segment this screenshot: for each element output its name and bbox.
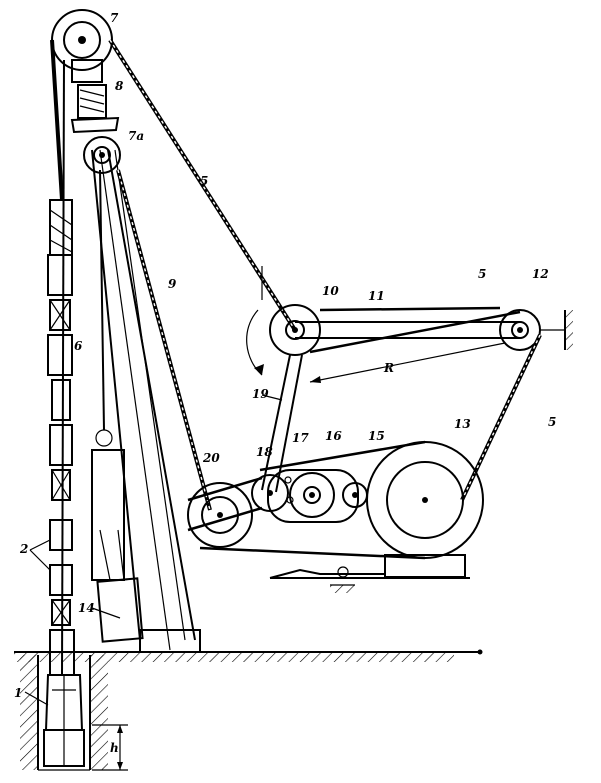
label-6: 6 bbox=[74, 339, 83, 353]
motor-pulley bbox=[269, 441, 484, 593]
radius-dimension bbox=[309, 342, 506, 383]
label-7a: 7a bbox=[128, 129, 144, 143]
drill-string bbox=[29, 59, 75, 676]
label-2: 2 bbox=[19, 542, 28, 556]
label-8: 8 bbox=[115, 79, 124, 93]
label-15: 15 bbox=[368, 429, 385, 443]
label-h: h bbox=[110, 741, 119, 755]
bailer bbox=[91, 169, 144, 643]
label-16: 16 bbox=[325, 429, 342, 443]
label-18: 18 bbox=[256, 445, 273, 459]
label-1: 1 bbox=[14, 686, 22, 700]
label-11: 11 bbox=[368, 289, 385, 303]
label-9: 9 bbox=[168, 277, 177, 291]
pulley-7a bbox=[83, 136, 121, 174]
label-12: 12 bbox=[532, 267, 549, 281]
pulley-12 bbox=[499, 309, 573, 351]
part-labels: 7 8 7a 5 9 6 10 11 5 12 R 19 5 13 17 16 … bbox=[14, 11, 556, 755]
label-19: 19 bbox=[252, 387, 269, 401]
ground bbox=[14, 649, 483, 662]
pitman-rod bbox=[261, 354, 303, 493]
mast bbox=[91, 149, 201, 653]
label-5a: 5 bbox=[200, 174, 208, 188]
crown-pulley bbox=[51, 9, 120, 134]
label-5b: 5 bbox=[478, 267, 486, 281]
pulley-20 bbox=[187, 476, 263, 548]
gear-train bbox=[199, 440, 426, 560]
label-7: 7 bbox=[110, 11, 119, 25]
label-R: R bbox=[383, 361, 394, 375]
label-20: 20 bbox=[202, 451, 220, 465]
connecting-rod bbox=[295, 306, 521, 354]
label-14: 14 bbox=[78, 601, 95, 615]
drive-belt bbox=[460, 334, 542, 501]
borehole bbox=[20, 655, 128, 771]
label-10: 10 bbox=[322, 284, 339, 298]
label-17: 17 bbox=[292, 431, 309, 445]
pulley-10 bbox=[246, 266, 321, 376]
label-13: 13 bbox=[454, 417, 471, 431]
hoist-ropes bbox=[50, 38, 297, 511]
label-5c: 5 bbox=[548, 415, 556, 429]
